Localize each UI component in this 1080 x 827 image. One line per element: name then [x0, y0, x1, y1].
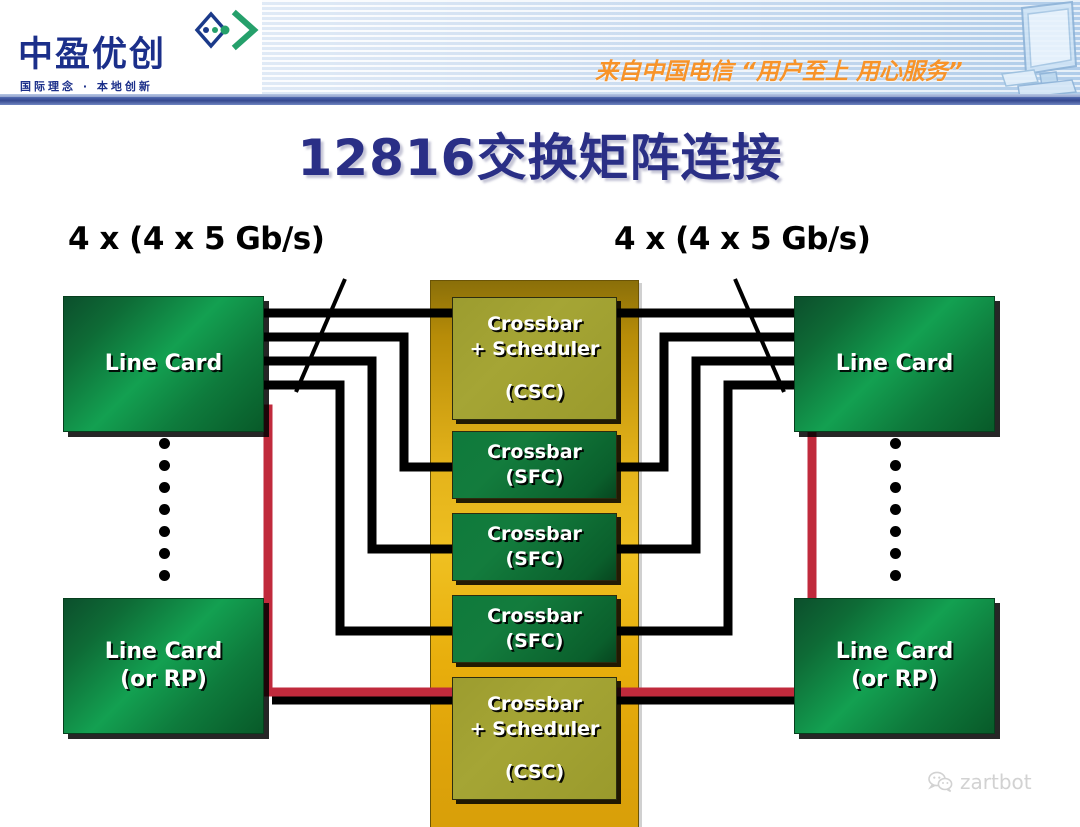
left-bandwidth-label: 4 x (4 x 5 Gb/s) [68, 221, 325, 257]
header-logo-backdrop [0, 0, 262, 95]
switch-card-sfc-2[interactable]: Crossbar (SFC) [452, 513, 617, 581]
slide-header: 中盈优创 国际理念 · 本地创新 来自中国电信 “用户至上 用心服务” [0, 0, 1080, 105]
right-bandwidth-label: 4 x (4 x 5 Gb/s) [614, 221, 871, 257]
line-card-top-right[interactable]: Line Card [794, 296, 995, 432]
switch-card-line1: Crossbar [487, 523, 582, 545]
line-card-label: Line Card [835, 351, 954, 376]
switch-card-line1: Crossbar [487, 693, 582, 715]
line-card-sublabel: (or RP) [120, 667, 207, 692]
company-logo: 中盈优创 国际理念 · 本地创新 [8, 6, 259, 93]
diamond-arrow-logo-icon [194, 9, 259, 51]
header-blue-bar-gloss [0, 94, 1080, 97]
switch-card-sfc-1[interactable]: Crossbar (SFC) [452, 431, 617, 499]
watermark-text: zartbot [960, 770, 1032, 794]
line-card-label: Line Card [104, 351, 223, 376]
switch-card-line1: Crossbar [487, 605, 582, 627]
wechat-icon [928, 771, 953, 793]
line-card-label: Line Card [104, 639, 223, 664]
right-ellipsis-dots [888, 438, 902, 592]
switch-card-line3: (CSC) [504, 381, 565, 403]
header-blue-bar [0, 94, 1080, 105]
computer-monitor-icon [1000, 0, 1078, 99]
switch-card-csc-top[interactable]: Crossbar + Scheduler (CSC) [452, 297, 617, 420]
watermark: zartbot [928, 770, 1032, 794]
line-card-bottom-right[interactable]: Line Card (or RP) [794, 598, 995, 734]
switch-card-line2: + Scheduler [469, 338, 600, 360]
line-card-label: Line Card [835, 639, 954, 664]
slide-title: 12816交换矩阵连接 [297, 129, 783, 187]
switch-card-line3: (CSC) [504, 761, 565, 783]
switch-card-line1: Crossbar [487, 441, 582, 463]
line-card-top-left[interactable]: Line Card [63, 296, 264, 432]
switch-card-line2: + Scheduler [469, 718, 600, 740]
left-ellipsis-dots [157, 438, 171, 592]
line-card-bottom-left[interactable]: Line Card (or RP) [63, 598, 264, 734]
logo-chinese-name: 中盈优创 [18, 35, 167, 75]
header-stripe-pattern [260, 0, 1080, 95]
logo-tagline: 国际理念 · 本地创新 [20, 80, 153, 93]
switch-card-line1: Crossbar [487, 313, 582, 335]
switch-card-line2: (SFC) [505, 630, 564, 652]
header-slogan: 来自中国电信 “用户至上 用心服务” [595, 59, 963, 85]
switch-card-line2: (SFC) [505, 466, 564, 488]
line-card-sublabel: (or RP) [851, 667, 938, 692]
switch-card-csc-bottom[interactable]: Crossbar + Scheduler (CSC) [452, 677, 617, 800]
switch-card-line2: (SFC) [505, 548, 564, 570]
switch-card-sfc-3[interactable]: Crossbar (SFC) [452, 595, 617, 663]
